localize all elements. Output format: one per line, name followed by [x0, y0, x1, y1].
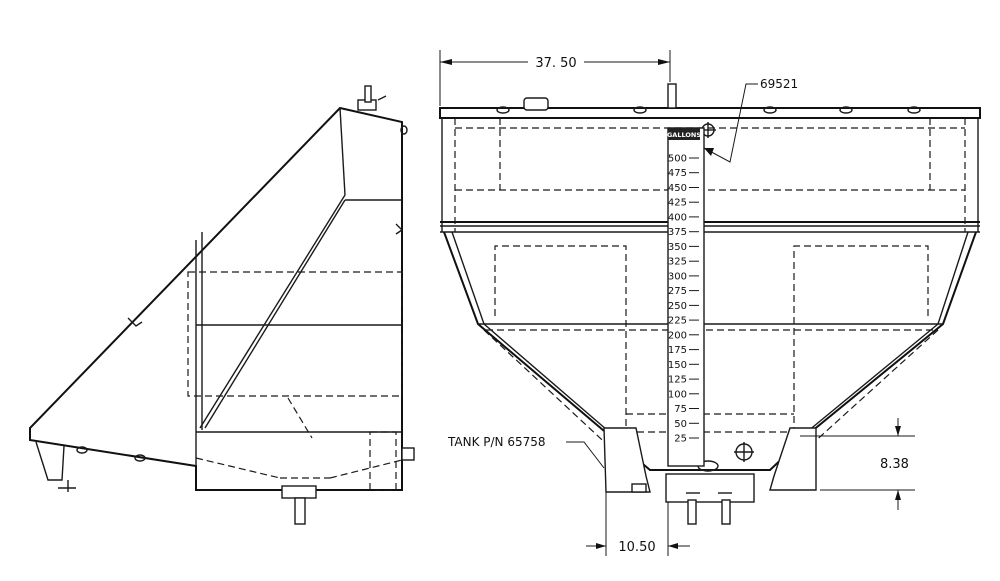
part-ref-leader — [703, 83, 758, 163]
gauge-strip — [667, 127, 705, 467]
gauge-header-box — [668, 128, 700, 140]
side-view-clip — [395, 223, 404, 235]
side-view-drain-stem — [294, 497, 306, 525]
dimension-spacing: 10.50 — [586, 492, 690, 556]
gauge-mark-label: 450 — [668, 183, 687, 194]
gauge-mark-label: 275 — [668, 286, 687, 297]
gauge-mark-label: 125 — [668, 375, 687, 386]
front-view-hidden-liner — [454, 118, 966, 232]
gauge-mark-label: 250 — [668, 301, 687, 312]
side-view-outlet — [401, 447, 415, 461]
dimension-width: 37. 50 — [439, 50, 671, 106]
side-view-weld-mark — [127, 317, 143, 327]
spacing-arrow-right — [668, 543, 678, 549]
height-dimension-label: 8.38 — [880, 457, 909, 472]
side-view-hidden-box — [187, 271, 403, 397]
spacing-dimension-label: 10.50 — [618, 540, 655, 555]
side-view-vent-tick — [377, 95, 387, 101]
part-ref-label: 69521 — [760, 77, 798, 91]
front-view-top-rim — [439, 107, 981, 119]
gauge-mark-label: 500 — [668, 154, 687, 165]
front-view-left-foot — [603, 427, 651, 493]
side-view-hidden-pipe — [287, 397, 313, 439]
front-view-bolt — [633, 106, 647, 114]
side-view-vent-stem — [364, 85, 372, 103]
front-view-bolt — [907, 106, 921, 114]
front-view-vent-stem — [667, 83, 677, 109]
front-view-sump-stem — [687, 499, 697, 525]
side-view-bolt — [400, 125, 408, 135]
tank-part-label: TANK P/N 65758 — [447, 435, 546, 449]
gallons-gauge: GALLONS 500 475 450 425 400 375 350 325 300 275 25… — [667, 127, 705, 467]
callout-part-ref: 69521 — [703, 77, 798, 163]
side-view-brace-inner — [204, 199, 346, 429]
front-view-fill-cap — [523, 97, 549, 111]
gauge-mark-label: 225 — [668, 316, 687, 327]
dimension-height: 8.38 — [800, 418, 915, 510]
width-arrow-left — [440, 59, 452, 65]
width-arrow-right — [658, 59, 670, 65]
callout-tank: TANK P/N 65758 — [447, 435, 605, 469]
front-view-sump-stem — [721, 499, 731, 525]
side-view-hidden-floor — [329, 459, 403, 479]
front-view-bolt — [763, 106, 777, 114]
front-view-right-foot — [769, 427, 817, 491]
front-view-drain-fitting — [734, 442, 754, 462]
front-view-sump-block — [665, 473, 755, 503]
side-view-bolt — [76, 446, 88, 454]
gauge-header: GALLONS — [667, 131, 701, 139]
front-view-hidden-baffle-right — [793, 245, 929, 464]
gauge-mark-label: 25 — [674, 434, 687, 445]
gauge-mark-label: 100 — [668, 389, 687, 400]
height-arrow-top — [895, 426, 901, 436]
front-view-hidden-baffle-left — [494, 245, 627, 464]
side-view-brace — [199, 194, 346, 429]
side-view-hidden-pocket — [369, 431, 397, 491]
gauge-mark-label: 200 — [668, 330, 687, 341]
side-view-hidden-floor — [195, 457, 281, 479]
front-view-hidden-slope — [483, 329, 939, 465]
gauge-mark-label: 425 — [668, 198, 687, 209]
front-view — [439, 83, 981, 525]
part-ref-arrow — [704, 148, 714, 156]
side-view — [29, 85, 415, 525]
side-view-drain-plate — [281, 485, 317, 499]
gauge-mark-label: 50 — [674, 419, 687, 430]
gauge-mark-label: 350 — [668, 242, 687, 253]
gauge-mark-label: 300 — [668, 271, 687, 282]
width-dimension-label: 37. 50 — [535, 56, 576, 71]
gauge-marks: 500 475 450 425 400 375 350 325 300 275 250 225 200 1… — [668, 154, 699, 445]
side-view-foot — [35, 441, 65, 481]
side-view-outline — [29, 106, 403, 491]
front-view-bolt — [839, 106, 853, 114]
side-view-edge — [339, 107, 346, 196]
height-arrow-bottom — [895, 490, 901, 500]
side-view-bolt — [134, 454, 146, 462]
gauge-mark-label: 375 — [668, 227, 687, 238]
gauge-mark-label: 400 — [668, 212, 687, 223]
gauge-mark-label: 150 — [668, 360, 687, 371]
gauge-mark-label: 75 — [674, 404, 687, 415]
front-view-hopper-outline — [443, 231, 977, 471]
spacing-arrow-left — [596, 543, 606, 549]
gauge-mark-label: 175 — [668, 345, 687, 356]
front-view-hopper-inner-left — [451, 231, 615, 437]
gauge-mark-label: 475 — [668, 168, 687, 179]
front-view-foot-pad — [631, 483, 647, 493]
gauge-mark-label: 325 — [668, 257, 687, 268]
tank-leader — [566, 441, 605, 469]
front-view-bolt — [496, 106, 510, 114]
front-view-hopper-inner-right — [801, 231, 969, 437]
